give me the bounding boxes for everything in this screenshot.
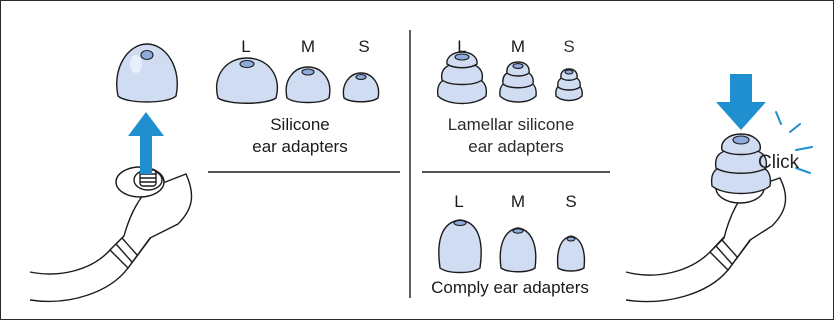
lamellar-tip-large <box>436 51 488 105</box>
click-burst-icon <box>775 111 813 174</box>
lamellar-adapters-group: L M S Lamellar silicone ear adapters <box>422 37 610 173</box>
lamellar-size-l: L <box>457 37 466 56</box>
arrow-down-icon <box>716 74 766 130</box>
comply-tip-large <box>438 219 482 274</box>
comply-tip-small <box>556 235 586 272</box>
arrow-up-icon <box>128 112 164 174</box>
lamellar-tip-medium <box>499 61 537 103</box>
lamellar-size-m: M <box>511 37 525 56</box>
lamellar-caption-line2: ear adapters <box>468 137 563 156</box>
attach-adapter-illustration: Click <box>625 74 813 303</box>
click-label: Click <box>758 152 800 173</box>
earphone-body-left <box>109 173 193 270</box>
remove-adapter-illustration <box>29 43 193 303</box>
comply-size-m: M <box>511 192 525 211</box>
silicone-caption-line1: Silicone <box>270 115 330 134</box>
silicone-tip-large <box>216 57 278 104</box>
comply-adapters-group: L M S Comply ear adapters <box>431 192 589 297</box>
lamellar-tip-small <box>555 68 583 102</box>
silicone-caption-line2: ear adapters <box>252 137 347 156</box>
cable-right <box>625 219 741 276</box>
cable-left <box>29 219 141 275</box>
lamellar-caption-line1: Lamellar silicone <box>448 115 575 134</box>
silicone-tip-medium <box>285 66 331 104</box>
comply-size-l: L <box>454 192 463 211</box>
lamellar-size-s: S <box>563 37 574 56</box>
comply-size-s: S <box>565 192 576 211</box>
comply-caption: Comply ear adapters <box>431 278 589 297</box>
silicone-size-m: M <box>301 37 315 56</box>
silicone-adapters-group: L M S Silicone ear adapters <box>208 37 400 173</box>
silicone-size-l: L <box>241 37 250 56</box>
attached-tip <box>710 133 772 195</box>
silicone-size-s: S <box>358 37 369 56</box>
silicone-tip-small <box>342 72 380 103</box>
comply-tip-medium <box>499 227 537 273</box>
